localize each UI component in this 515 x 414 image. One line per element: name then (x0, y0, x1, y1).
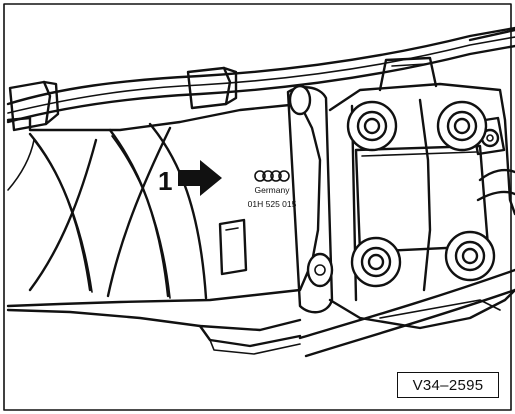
identification-plate: Germany 01H 525 015 (248, 170, 297, 209)
ribbed-web (7, 122, 208, 300)
callout-arrow-icon (178, 160, 222, 196)
plate-country: Germany (255, 185, 291, 195)
figure-border (3, 3, 512, 411)
callout-number: 1 (158, 166, 172, 196)
callout-1: 1 (158, 160, 222, 196)
reference-code-box: V34–2595 (397, 372, 499, 398)
rings-logo (254, 170, 290, 182)
bolt-upper-right (436, 100, 488, 152)
reference-code: V34–2595 (412, 376, 484, 394)
bolt-lower-left (350, 236, 402, 288)
plate-part-number: 01H 525 015 (248, 199, 297, 209)
mounting-bracket (328, 28, 515, 330)
lower-strut (298, 268, 515, 358)
gearbox-housing (6, 102, 322, 355)
bolt-upper-left (346, 100, 398, 152)
support-pillar (286, 84, 334, 314)
bolt-lower-right (444, 230, 496, 282)
upper-rail (6, 26, 515, 132)
